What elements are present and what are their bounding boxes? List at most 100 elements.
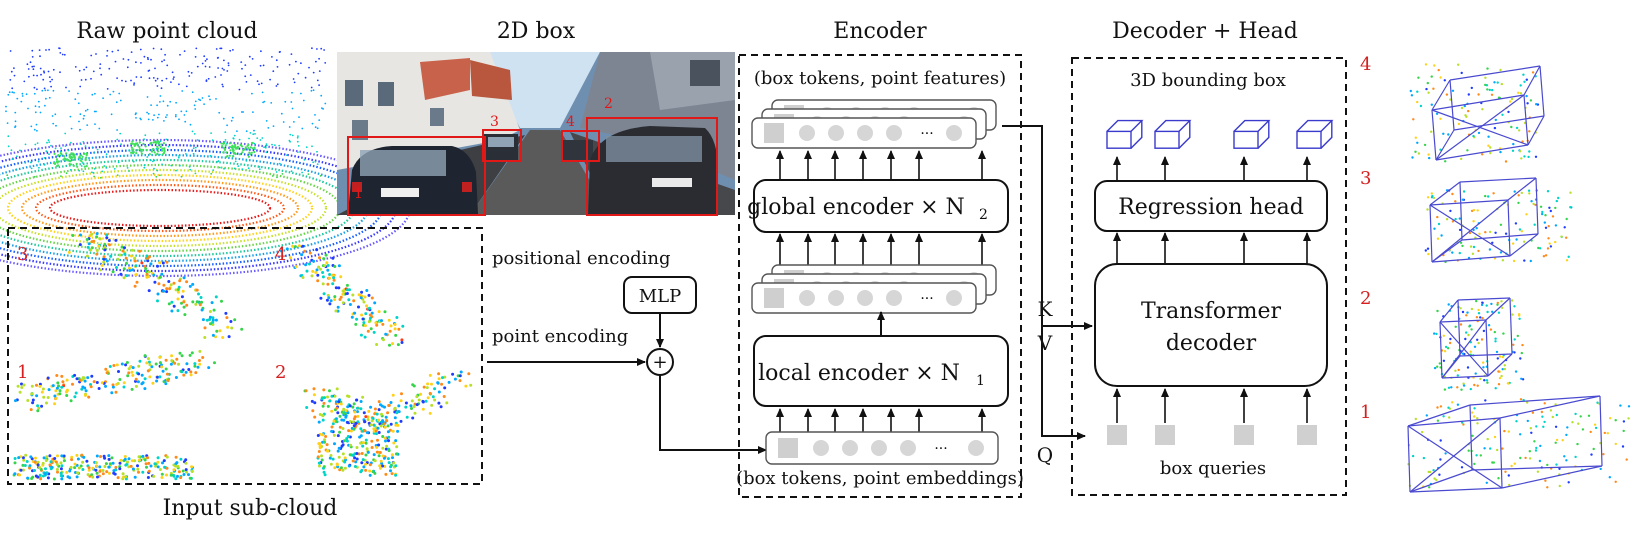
output-point xyxy=(1489,146,1492,149)
raw-point xyxy=(106,55,108,57)
output-point xyxy=(1465,314,1468,317)
raw-point xyxy=(166,104,169,107)
raw-point xyxy=(183,50,186,52)
subcloud-point xyxy=(20,382,23,386)
subcloud-point xyxy=(36,404,40,408)
raw-point xyxy=(318,84,320,86)
output-point xyxy=(1543,221,1547,224)
raw-point xyxy=(58,47,61,50)
subcloud-point xyxy=(133,256,137,260)
output-point xyxy=(1530,431,1533,434)
out-box-2-edge xyxy=(1487,353,1513,377)
raw-cluster-point xyxy=(80,154,83,157)
global-encoder-subscript: 2 xyxy=(979,207,988,223)
output-point xyxy=(1469,350,1472,353)
raw-point xyxy=(205,80,208,82)
raw-point xyxy=(272,70,275,73)
subcloud-point xyxy=(317,265,321,269)
subcloud-point xyxy=(180,301,183,305)
subcloud-point xyxy=(151,381,155,385)
out-box-4-edge xyxy=(1431,109,1437,161)
subcloud-point xyxy=(322,257,326,261)
subcloud-point xyxy=(145,254,149,258)
subcloud-point xyxy=(321,404,325,408)
subcloud-point xyxy=(134,377,138,381)
subcloud-point xyxy=(181,469,185,473)
subcloud-point xyxy=(381,464,385,468)
raw-cluster-point xyxy=(157,150,160,153)
raw-cluster-point xyxy=(157,142,160,145)
subcloud-point xyxy=(316,455,320,459)
subcloud-point xyxy=(364,462,367,466)
output-point xyxy=(1497,96,1501,99)
subcloud-point xyxy=(348,453,352,457)
output-point xyxy=(1533,440,1536,443)
out-box-4-edge xyxy=(1523,65,1541,96)
subcloud-point xyxy=(400,338,404,342)
subcloud-point xyxy=(289,256,292,260)
raw-point xyxy=(79,128,81,131)
raw-point xyxy=(297,145,300,147)
output-point xyxy=(1433,227,1436,230)
raw-point xyxy=(35,123,38,126)
2d-box-3 xyxy=(482,129,522,162)
output-point xyxy=(1460,466,1464,469)
subcloud-point xyxy=(203,326,207,330)
out-box-4-edge xyxy=(1539,65,1545,117)
raw-point xyxy=(215,98,217,100)
subcloud-point xyxy=(177,285,181,289)
subcloud-point xyxy=(353,311,357,315)
raw-point xyxy=(233,134,236,137)
subcloud-point xyxy=(360,461,364,465)
subcloud-point xyxy=(68,476,72,480)
subcloud-point xyxy=(87,468,91,472)
subcloud-point xyxy=(464,384,468,388)
subcloud-point xyxy=(367,293,371,297)
output-point xyxy=(1490,302,1493,306)
output-point xyxy=(1589,430,1592,434)
subcloud-point xyxy=(352,299,356,303)
subcloud-point xyxy=(362,300,366,304)
subcloud-point xyxy=(361,444,365,448)
subcloud-point xyxy=(349,443,352,447)
subcloud-point xyxy=(21,468,25,472)
raw-point xyxy=(278,162,281,165)
subcloud-point xyxy=(21,463,25,467)
subcloud-point xyxy=(312,387,316,391)
output-point xyxy=(1432,196,1436,200)
subcloud-point xyxy=(13,461,17,465)
2d-box-label-3: 3 xyxy=(490,114,499,130)
subcloud-point xyxy=(130,370,134,374)
raw-point xyxy=(152,172,155,175)
queries-to-decoder-arrows xyxy=(1113,388,1311,423)
raw-point xyxy=(316,150,318,153)
output-point xyxy=(1554,441,1557,444)
output-point xyxy=(1491,241,1494,244)
output-point xyxy=(1541,415,1544,418)
subcloud-point xyxy=(315,268,319,272)
subcloud-point xyxy=(182,305,186,309)
raw-point xyxy=(47,70,50,73)
subcloud-point xyxy=(168,287,172,291)
raw-point xyxy=(248,137,250,140)
subcloud-point xyxy=(54,460,58,464)
subcloud-point xyxy=(405,415,409,419)
raw-point xyxy=(135,61,137,64)
output-point xyxy=(1516,334,1520,338)
raw-point xyxy=(265,144,268,147)
raw-point xyxy=(146,156,149,158)
subcloud-point xyxy=(47,388,51,392)
subcloud-point xyxy=(149,464,153,468)
raw-point xyxy=(275,85,278,87)
out-box-4-edge xyxy=(1431,79,1451,111)
subcloud-point xyxy=(174,376,178,379)
subcloud-point xyxy=(419,392,423,396)
subcloud-point xyxy=(30,392,34,396)
output-point xyxy=(1473,415,1476,418)
raw-point xyxy=(190,144,193,147)
subcloud-point xyxy=(111,461,115,465)
subcloud-point xyxy=(331,457,335,461)
subcloud-point xyxy=(105,236,109,240)
subcloud-point xyxy=(291,244,295,248)
subcloud-point xyxy=(411,383,415,387)
